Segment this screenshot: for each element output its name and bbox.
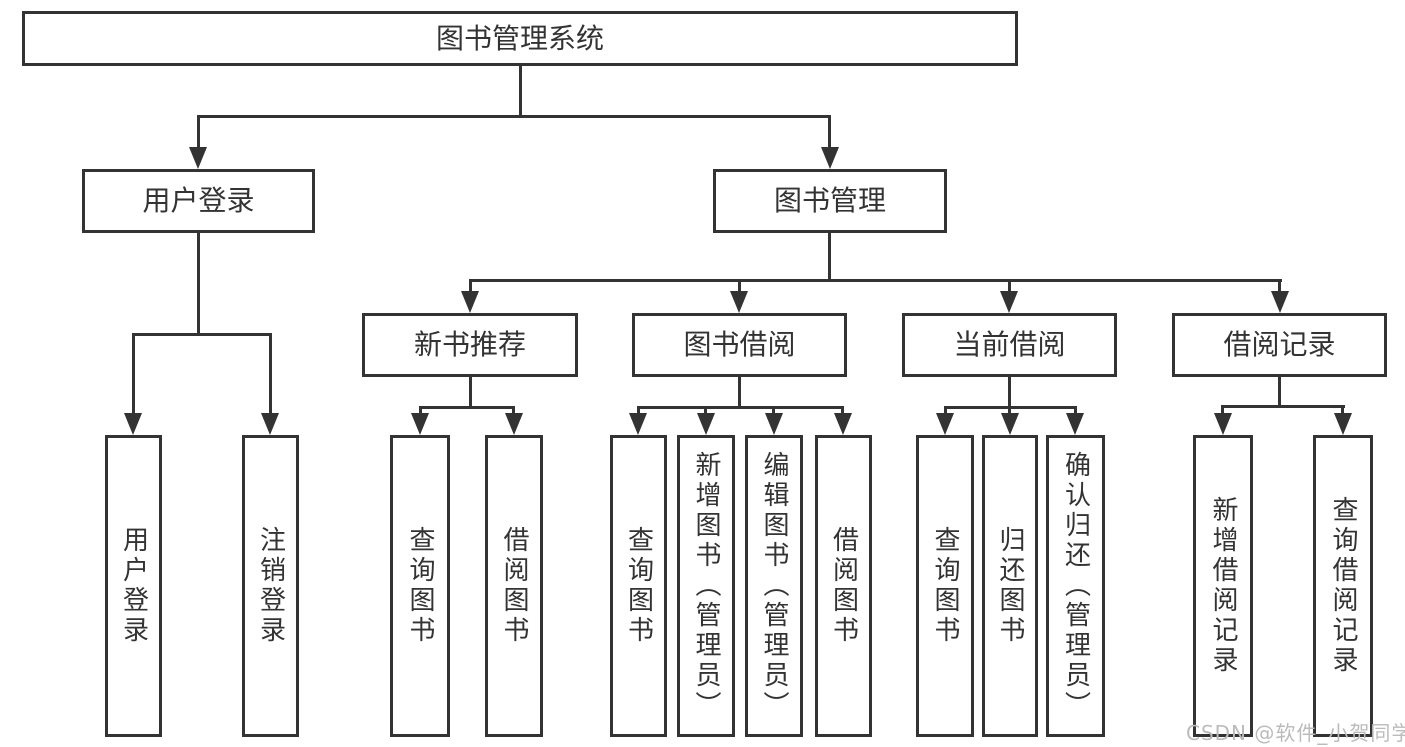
- connector-line: [637, 406, 844, 409]
- arrow-down-icon: [629, 413, 647, 435]
- arrow-down-icon: [765, 413, 783, 435]
- connector-line: [1221, 405, 1345, 408]
- node-label: 图书管理系统: [435, 21, 604, 55]
- node-borrowing-records: 借阅记录: [1172, 313, 1387, 377]
- node-label: 用户登录: [142, 184, 255, 217]
- csdn-watermark: CSDN @软件_小贺同学: [1186, 721, 1405, 745]
- connector-line: [738, 279, 741, 295]
- leaf-label: 借阅图书: [828, 526, 859, 646]
- connector-line: [1341, 405, 1344, 418]
- arrow-down-icon: [1214, 413, 1232, 435]
- leaf-add-borrow-record: 新增借阅记录: [1193, 435, 1253, 737]
- leaf-label: 编辑图书（管理员）: [759, 451, 789, 721]
- leaf-label: 新增借阅记录: [1208, 496, 1238, 676]
- node-label: 新书推荐: [413, 328, 526, 361]
- node-label: 图书借阅: [683, 328, 796, 361]
- arrow-down-icon: [124, 413, 142, 435]
- arrow-down-icon: [1334, 413, 1352, 435]
- node-label: 图书管理: [773, 184, 886, 217]
- leaf-label: 查询图书: [623, 526, 654, 646]
- connector-line: [1008, 377, 1011, 409]
- connector-line: [1074, 406, 1077, 418]
- leaf-user-login: 用户登录: [105, 435, 162, 737]
- node-book-management: 图书管理: [713, 169, 947, 233]
- arrow-down-icon: [505, 413, 523, 435]
- connector-line: [1008, 406, 1011, 418]
- arrow-down-icon: [1001, 413, 1019, 435]
- leaf-label: 新增图书（管理员）: [691, 451, 721, 721]
- arrow-down-icon: [936, 413, 954, 435]
- arrow-down-icon: [411, 413, 429, 435]
- leaf-label: 确认归还（管理员）: [1060, 451, 1091, 721]
- node-current-borrowing: 当前借阅: [902, 313, 1117, 377]
- leaf-borrow-books: 借阅图书: [815, 435, 872, 737]
- connector-line: [469, 279, 1282, 282]
- connector-line: [1278, 279, 1281, 295]
- connector-line: [132, 333, 135, 417]
- arrow-down-icon: [1066, 413, 1084, 435]
- connector-line: [637, 406, 640, 418]
- node-label: 借阅记录: [1223, 328, 1336, 361]
- connector-line: [197, 115, 831, 118]
- leaf-confirm-return-admin: 确认归还（管理员）: [1046, 435, 1105, 737]
- arrow-down-icon: [189, 147, 207, 169]
- arrow-down-icon: [821, 147, 839, 169]
- leaf-borrow-books-recommend: 借阅图书: [485, 435, 543, 737]
- connector-line: [197, 233, 200, 336]
- connector-line: [1221, 405, 1224, 418]
- leaf-query-borrow-record: 查询借阅记录: [1313, 435, 1373, 737]
- node-label: 当前借阅: [953, 328, 1066, 361]
- leaf-label: 查询图书: [405, 526, 435, 646]
- leaf-query-books-recommend: 查询图书: [390, 435, 450, 737]
- node-user-login: 用户登录: [82, 169, 315, 233]
- leaf-label: 查询借阅记录: [1328, 496, 1358, 676]
- connector-line: [704, 406, 707, 418]
- leaf-logout: 注销登录: [242, 435, 299, 737]
- arrow-down-icon: [261, 413, 279, 435]
- arrow-down-icon: [697, 413, 715, 435]
- arrow-down-icon: [834, 413, 852, 435]
- leaf-query-books-borrowing: 查询图书: [610, 435, 667, 737]
- leaf-label: 借阅图书: [499, 526, 529, 646]
- leaf-query-books-current: 查询图书: [916, 435, 974, 737]
- connector-line: [944, 406, 947, 418]
- connector-line: [772, 406, 775, 418]
- connector-line: [469, 377, 472, 409]
- leaf-label: 查询图书: [930, 526, 960, 646]
- connector-line: [132, 333, 272, 336]
- connector-line: [828, 233, 831, 282]
- connector-line: [1008, 279, 1011, 295]
- connector-line: [269, 333, 272, 417]
- node-new-book-recommend: 新书推荐: [362, 313, 578, 377]
- connector-line: [419, 406, 422, 418]
- connector-line: [738, 377, 741, 409]
- connector-line: [197, 115, 200, 151]
- connector-line: [519, 64, 522, 117]
- connector-line: [841, 406, 844, 418]
- arrow-down-icon: [730, 291, 748, 313]
- node-book-borrowing: 图书借阅: [632, 313, 847, 377]
- connector-line: [512, 406, 515, 418]
- arrow-down-icon: [461, 291, 479, 313]
- connector-line: [469, 279, 472, 295]
- arrow-down-icon: [1271, 291, 1289, 313]
- leaf-label: 归还图书: [995, 526, 1025, 646]
- leaf-label: 注销登录: [255, 526, 286, 646]
- connector-line: [828, 115, 831, 151]
- leaf-edit-books-admin: 编辑图书（管理员）: [745, 435, 803, 737]
- leaf-return-books: 归还图书: [982, 435, 1038, 737]
- leaf-label: 用户登录: [118, 526, 149, 646]
- leaf-add-books-admin: 新增图书（管理员）: [677, 435, 735, 737]
- node-library-management-system: 图书管理系统: [22, 11, 1018, 66]
- connector-line: [1278, 377, 1281, 408]
- connector-line: [419, 406, 515, 409]
- arrow-down-icon: [1000, 291, 1018, 313]
